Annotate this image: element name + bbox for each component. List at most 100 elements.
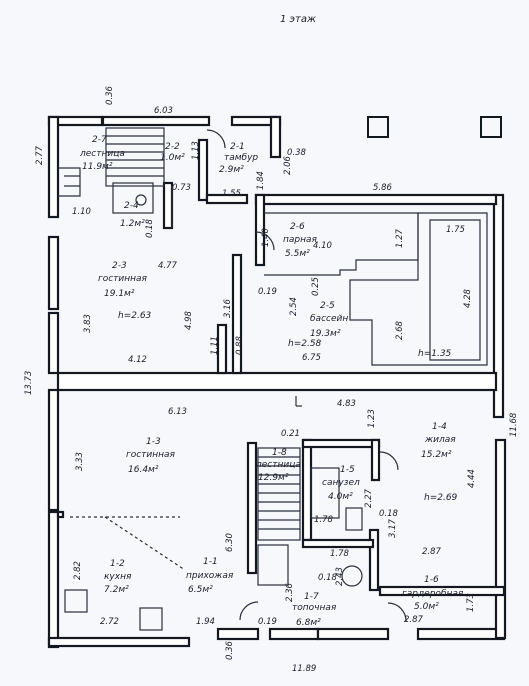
wall xyxy=(56,510,65,519)
room-2-6-area: 5.5м² xyxy=(285,249,310,259)
dim-label: 2.68 xyxy=(395,320,405,340)
toilet xyxy=(112,182,154,214)
wall xyxy=(269,115,282,159)
wall xyxy=(162,181,174,230)
wall xyxy=(47,636,191,648)
dim-label: 2.87 xyxy=(404,615,424,625)
dim-label: 1.75 xyxy=(446,225,465,235)
stove xyxy=(64,589,88,613)
wall xyxy=(416,627,506,641)
room-1-7-area: 6.8м² xyxy=(296,618,321,628)
dim-label: 0.19 xyxy=(258,287,277,297)
dim-label: 1.94 xyxy=(196,617,215,627)
dim-label: 1.55 xyxy=(222,189,241,199)
dim-label: 1.23 xyxy=(367,409,377,428)
dim-label: 3.33 xyxy=(75,452,85,471)
dim-label: 5.86 xyxy=(373,183,393,193)
room-1-7-name: топочная xyxy=(292,603,337,613)
bathtub xyxy=(310,467,340,519)
wall xyxy=(301,438,381,449)
floor-title: 1 этаж xyxy=(280,14,316,25)
wall xyxy=(494,438,507,640)
room-1-4-id: 1-4 xyxy=(432,422,447,432)
dim-label: 0.18 xyxy=(318,573,338,583)
room-1-8-name: лестница xyxy=(255,460,301,470)
room-1-3-id: 1-3 xyxy=(146,437,161,447)
wall xyxy=(47,115,60,219)
wall xyxy=(492,193,505,419)
room-2-7-name: лестница xyxy=(79,149,125,159)
room-2-6-id: 2-6 xyxy=(290,222,305,232)
wall xyxy=(205,193,249,205)
toilet xyxy=(257,544,289,586)
room-2-3-height: h=2.63 xyxy=(118,311,152,321)
dim-label: 1.78 xyxy=(330,549,350,559)
dim-label: 1.27 xyxy=(395,228,405,248)
dim-label: 4.77 xyxy=(158,261,178,271)
dim-label: 0.88 xyxy=(235,335,245,355)
dim-label: 6.75 xyxy=(302,353,321,363)
labels: 1 этаж 11.89 13.73 11.68 2-1 тамбур 2.9м… xyxy=(24,14,519,674)
room-2-5-height: h=2.58 xyxy=(288,339,322,349)
dim-label: 1.78 xyxy=(314,515,334,525)
wall xyxy=(216,627,260,641)
wall xyxy=(301,538,375,549)
dim-label: 0.25 xyxy=(311,277,321,296)
room-1-4-name: жилая xyxy=(424,435,456,445)
sink-kitchen xyxy=(139,607,163,631)
dim-label: 4.44 xyxy=(467,469,477,488)
chimney-blocks xyxy=(367,116,502,138)
room-1-8-area: 12.9м² xyxy=(258,473,289,483)
room-2-2-id: 2-2 xyxy=(165,142,180,152)
dim-label: 2.06 xyxy=(283,155,293,175)
dim-label: 0.18 xyxy=(379,509,399,519)
room-1-8-id: 1-8 xyxy=(272,448,287,458)
dim-overall-width: 11.89 xyxy=(292,664,316,674)
dim-label: 0.38 xyxy=(287,148,307,158)
dim-label: 3.16 xyxy=(223,298,233,318)
dim-label: 2.82 xyxy=(73,561,83,580)
wall xyxy=(47,388,60,512)
dim-label: 6.30 xyxy=(225,533,235,552)
room-1-4-area: 15.2м² xyxy=(421,450,452,460)
dim-label: 2.36 xyxy=(285,582,295,602)
wall xyxy=(197,138,209,202)
dim-label: 4.28 xyxy=(463,288,473,308)
dim-label: 2.54 xyxy=(289,297,299,316)
dim-label: 1.40 xyxy=(261,228,271,247)
room-2-5-area: 19.3м² xyxy=(310,329,341,339)
dim-label: 0.73 xyxy=(172,183,191,193)
room-1-6-name: гардеробная xyxy=(402,589,464,599)
wall xyxy=(254,193,266,267)
room-2-7-id: 2-7 xyxy=(92,135,107,145)
stair-block xyxy=(105,127,165,187)
room-1-7-id: 1-7 xyxy=(304,592,319,602)
wall xyxy=(216,323,228,375)
room-2-4-area: 1.2м² xyxy=(120,219,145,229)
dim-label: 3.17 xyxy=(388,518,398,538)
wall xyxy=(47,235,60,311)
wall xyxy=(254,193,498,206)
dim-label: 2.72 xyxy=(100,617,119,627)
dim-label: 2.43 xyxy=(335,567,345,586)
room-1-1-area: 6.5м² xyxy=(188,585,213,595)
wall xyxy=(231,253,243,375)
partitions xyxy=(58,127,488,631)
room-2-3-area: 19.1м² xyxy=(104,289,135,299)
room-1-4-height: h=2.69 xyxy=(424,493,458,503)
chimney-block xyxy=(367,116,389,138)
room-2-7-area: 11.9м² xyxy=(82,162,113,172)
chimney-block xyxy=(480,116,502,138)
boiler xyxy=(341,565,363,587)
wall xyxy=(56,371,498,392)
dim-label: 1.11 xyxy=(210,336,220,355)
walls xyxy=(47,115,507,649)
wall xyxy=(246,441,258,575)
dim-overall-height: 13.73 xyxy=(24,371,34,395)
room-2-3-name: гостинная xyxy=(98,274,148,284)
room-2-4-id: 2-4 xyxy=(124,201,139,211)
room-1-1-id: 1-1 xyxy=(203,557,218,567)
wall xyxy=(101,115,211,127)
dim-label: 1.13 xyxy=(191,141,201,160)
